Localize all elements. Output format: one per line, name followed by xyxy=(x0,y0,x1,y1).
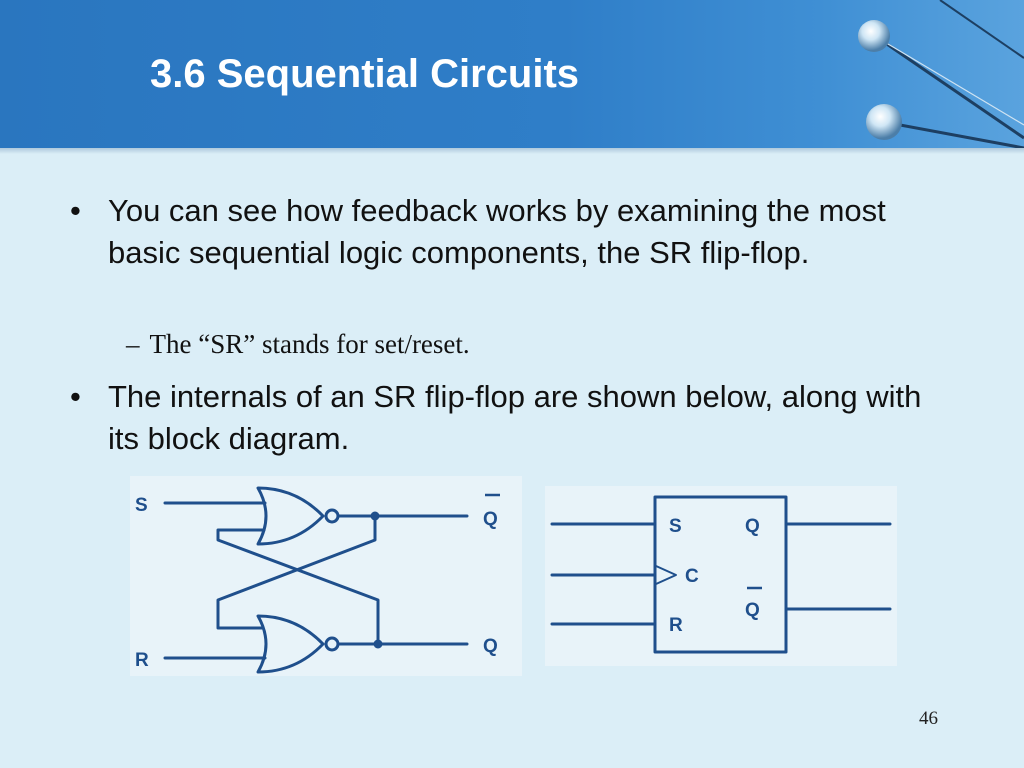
pushpin-decoration xyxy=(858,0,1024,148)
wire-feedback-bottom xyxy=(216,528,380,646)
input-label-r: R xyxy=(135,650,149,671)
page-title: 3.6 Sequential Circuits xyxy=(150,52,580,96)
inverter-bubble-top xyxy=(324,508,340,524)
junction-dot xyxy=(373,639,383,649)
banner-shadow xyxy=(0,148,1024,154)
bullet-marker: • xyxy=(70,193,81,228)
block-label-q: Q xyxy=(745,516,760,537)
sub-bullet: –The “SR” stands for set/reset. xyxy=(126,326,470,362)
input-label-s: S xyxy=(135,495,148,516)
junction-dot xyxy=(370,511,380,521)
bullet-text: The internals of an SR flip-flop are sho… xyxy=(108,379,922,456)
nor-gate-bottom xyxy=(256,614,325,674)
sub-bullet-marker: – xyxy=(126,329,140,359)
output-label-q: Q xyxy=(483,636,498,657)
block-label-c: C xyxy=(685,566,699,587)
block-label-q-bar: Q xyxy=(745,600,760,621)
bullet-point: • The internals of an SR flip-flop are s… xyxy=(70,376,930,460)
page-number: 46 xyxy=(919,708,938,729)
nor-gate-top xyxy=(256,486,325,546)
bullet-text: You can see how feedback works by examin… xyxy=(108,193,886,270)
sub-bullet-text: The “SR” stands for set/reset. xyxy=(149,329,470,359)
block-label-s: S xyxy=(669,516,682,537)
clock-triangle xyxy=(655,565,677,585)
block-label-r: R xyxy=(669,615,683,636)
bullet-marker: • xyxy=(70,379,81,414)
bullet-point: • You can see how feedback works by exam… xyxy=(70,190,930,274)
output-label-q-bar: Q xyxy=(483,509,498,530)
title-banner: 3.6 Sequential Circuits xyxy=(0,0,1024,148)
inverter-bubble-bottom xyxy=(324,636,340,652)
wire-feedback-top xyxy=(216,514,377,630)
